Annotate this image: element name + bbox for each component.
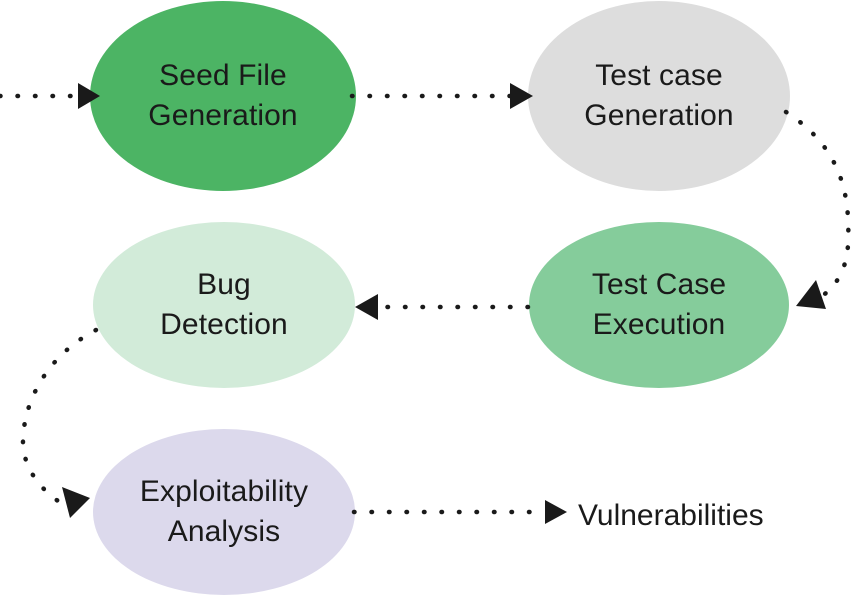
edge-test-case-execution-to-bug-detection	[355, 294, 531, 320]
edge-input-to-seed-file-generation	[0, 83, 100, 109]
node-test-case-execution[interactable]	[529, 222, 789, 388]
node-seed-file-generation[interactable]	[90, 1, 356, 191]
node-bug-detection[interactable]	[93, 222, 355, 388]
edge-test-case-generation-to-test-case-execution	[783, 109, 851, 309]
node-exploitability-analysis[interactable]	[93, 429, 355, 595]
label-vulnerabilities: Vulnerabilities	[578, 499, 764, 532]
node-test-case-generation[interactable]	[528, 1, 790, 191]
edge-bug-detection-to-exploitability-analysis	[20, 327, 99, 518]
edge-seed-file-generation-to-test-case-generation	[349, 83, 533, 109]
edge-exploitability-analysis-to-vulnerabilities	[351, 500, 567, 524]
